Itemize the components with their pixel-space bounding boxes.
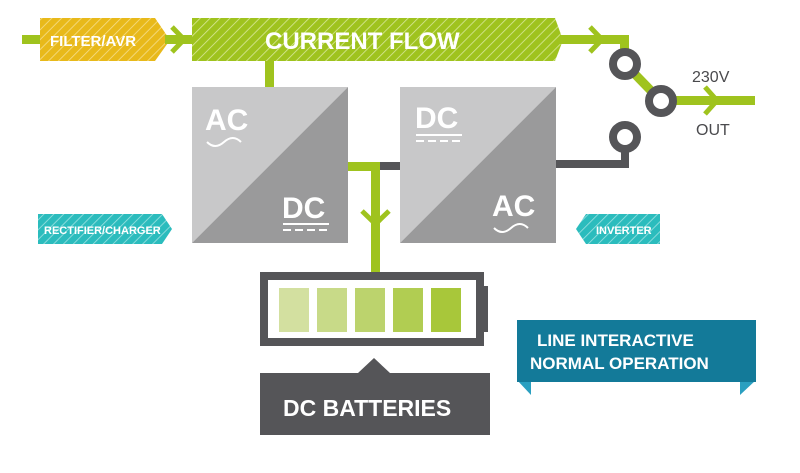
battery-cell (317, 288, 347, 332)
inverter-output-label: AC (492, 190, 535, 223)
dc-symbol-icon (416, 134, 462, 142)
banner-line1: LINE INTERACTIVE (537, 331, 694, 350)
ac-wave-icon (206, 137, 242, 147)
inverter-input-label: DC (415, 102, 458, 135)
filter-to-flow-line (165, 35, 193, 44)
filter-avr-label: FILTER/AVR (50, 33, 136, 50)
flow-arrow-icon (170, 25, 188, 54)
battery-cell (393, 288, 423, 332)
rectifier-box: AC DC (192, 87, 348, 243)
flow-to-switch-drop (620, 35, 629, 60)
switch-contact-output[interactable] (645, 85, 677, 117)
dc-batteries-callout: DC BATTERIES (260, 358, 490, 435)
dc-bus-dark (380, 162, 400, 170)
inverter-tag: INVERTER (576, 214, 660, 244)
battery-icon (260, 272, 488, 346)
inverter-output-line (555, 160, 629, 168)
inverter-box: DC AC (400, 87, 556, 243)
mode-banner: LINE INTERACTIVE NORMAL OPERATION (517, 320, 756, 395)
flow-arrow-icon-2 (588, 25, 606, 54)
dc-batteries-label: DC BATTERIES (283, 395, 451, 421)
rectifier-charger-tag: RECTIFIER/CHARGER (38, 214, 172, 244)
output-voltage-label: 230V (692, 69, 730, 86)
ac-wave-icon (493, 223, 529, 233)
switch-contact-top[interactable] (609, 48, 641, 80)
dc-symbol-icon (283, 223, 329, 231)
current-flow-bar: CURRENT FLOW (192, 18, 563, 61)
banner-line2: NORMAL OPERATION (530, 354, 709, 373)
output-line (670, 96, 755, 105)
battery-arrow-icon (360, 209, 391, 228)
inverter-output-rise (621, 145, 629, 168)
battery-cell (355, 288, 385, 332)
flow-to-rectifier-line (265, 61, 274, 87)
output-label: OUT (696, 122, 730, 139)
battery-cell (431, 288, 461, 332)
battery-cell (279, 288, 309, 332)
flow-to-switch-line (560, 35, 629, 44)
input-line (22, 35, 42, 44)
current-flow-label: CURRENT FLOW (265, 28, 460, 55)
battery-cells (279, 288, 461, 332)
battery-feed-line (371, 162, 380, 272)
filter-avr-tag: FILTER/AVR (40, 18, 170, 61)
rectifier-output-label: DC (282, 192, 325, 225)
rectifier-input-label: AC (205, 104, 248, 137)
output-arrow-icon (703, 85, 721, 116)
dc-bus-green (348, 162, 380, 171)
rectifier-charger-label: RECTIFIER/CHARGER (44, 225, 161, 237)
inverter-label: INVERTER (596, 225, 652, 237)
